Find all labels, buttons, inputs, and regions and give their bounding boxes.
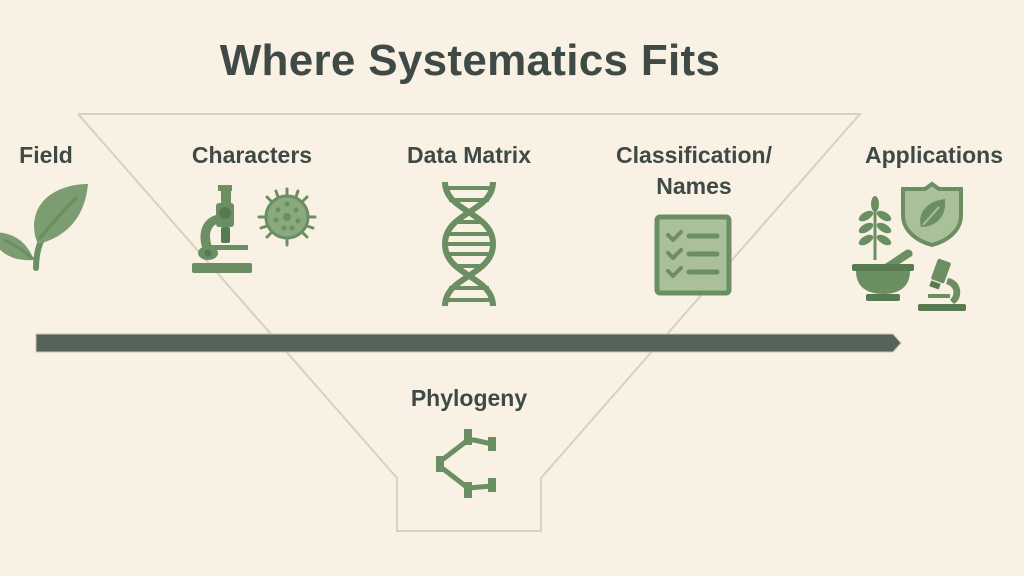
- mortar-pestle-icon: [852, 249, 914, 301]
- dna-helix-icon: [441, 182, 497, 306]
- herb-icon: [858, 196, 892, 260]
- plant-sprout-icon: [0, 184, 88, 271]
- page-title: Where Systematics Fits: [219, 36, 721, 85]
- phylogenetic-tree-icon: [436, 429, 496, 498]
- checklist-icon: [654, 214, 732, 296]
- stage-label-classification: Classification/ Names: [594, 140, 794, 202]
- pollen-grain-icon: [257, 187, 317, 247]
- shield-leaf-icon: [901, 181, 963, 247]
- stage-label-data-matrix: Data Matrix: [407, 142, 531, 168]
- stage-label-classification-line2: Names: [656, 173, 732, 199]
- microscope-icon: [192, 185, 252, 273]
- stage-label-field: Field: [19, 142, 73, 168]
- funnel-output-label: Phylogeny: [410, 385, 528, 411]
- stage-label-applications: Applications: [864, 142, 1003, 168]
- microscope-small-icon: [918, 258, 966, 311]
- stage-label-characters: Characters: [191, 142, 313, 168]
- flow-arrow: [35, 333, 902, 353]
- stage-label-classification-line1: Classification/: [616, 142, 772, 168]
